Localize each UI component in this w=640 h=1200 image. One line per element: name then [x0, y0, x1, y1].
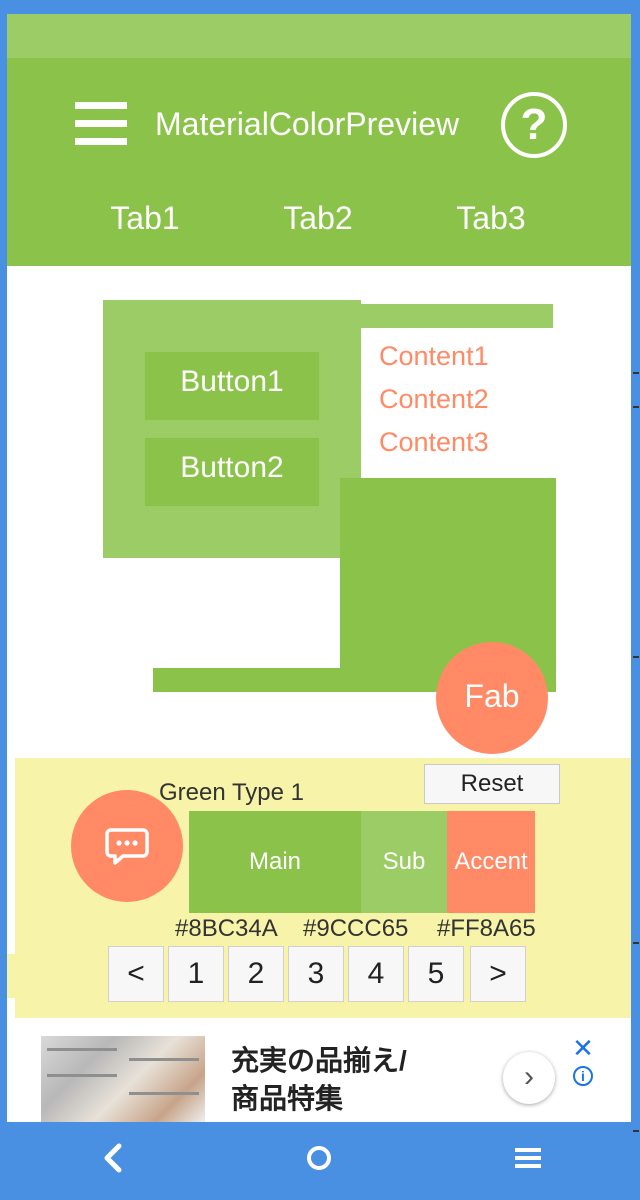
palette-panel-edge: [7, 954, 17, 998]
reset-button[interactable]: Reset: [424, 764, 560, 804]
ad-image: [41, 1036, 205, 1122]
pager-page-4[interactable]: 4: [348, 946, 404, 1002]
pager-prev-button[interactable]: <: [108, 946, 164, 1002]
tab-3[interactable]: Tab3: [456, 200, 526, 236]
main-color-swatch[interactable]: Main: [189, 811, 361, 913]
system-nav-bar: [7, 1122, 631, 1194]
pager-page-2[interactable]: 2: [228, 946, 284, 1002]
sample-button-2[interactable]: Button2: [145, 438, 319, 506]
content-item-1: Content1: [379, 341, 489, 371]
chat-bubble-icon: [105, 828, 149, 865]
sub-color-swatch[interactable]: Sub: [361, 811, 447, 913]
ad-headline: 充実の品揃え/ 商品特集: [231, 1042, 407, 1118]
content-item-2: Content2: [379, 384, 489, 414]
sub-color-strip: [361, 304, 553, 328]
pager-next-button[interactable]: >: [470, 946, 526, 1002]
help-circle-icon[interactable]: ?: [501, 92, 567, 158]
sub-color-hex: #9CCC65: [303, 915, 409, 942]
tab-2[interactable]: Tab2: [283, 200, 353, 236]
status-bar: [7, 14, 631, 58]
ad-headline-line-1: 充実の品揃え/: [231, 1045, 407, 1076]
nav-recents-button[interactable]: [491, 1122, 563, 1194]
ad-arrow-icon[interactable]: ›: [503, 1052, 555, 1104]
app-title: MaterialColorPreview: [155, 106, 460, 142]
app-screen: MaterialColorPreview ? Tab1 Tab2 Tab3 Bu…: [7, 14, 631, 1194]
pager-page-5[interactable]: 5: [408, 946, 464, 1002]
nav-back-button[interactable]: [77, 1122, 149, 1194]
pager-page-1[interactable]: 1: [168, 946, 224, 1002]
tab-1[interactable]: Tab1: [110, 200, 180, 236]
content-item-3: Content3: [379, 427, 489, 457]
accent-color-swatch[interactable]: Accent: [447, 811, 535, 913]
fab-button[interactable]: Fab: [436, 642, 548, 754]
sub-color-panel: [103, 300, 361, 558]
pager-page-3[interactable]: 3: [288, 946, 344, 1002]
main-color-hex: #8BC34A: [175, 915, 278, 942]
ad-close-icon[interactable]: ✕: [572, 1033, 594, 1063]
hamburger-menu-icon[interactable]: [75, 102, 131, 148]
menu-lines-icon: [515, 1148, 541, 1168]
accent-color-hex: #FF8A65: [437, 915, 536, 942]
home-circle-icon: [307, 1146, 331, 1170]
ad-headline-line-2: 商品特集: [231, 1083, 344, 1114]
ad-info-icon[interactable]: i: [573, 1066, 593, 1086]
app-bar: MaterialColorPreview ? Tab1 Tab2 Tab3: [7, 58, 631, 266]
sample-button-1[interactable]: Button1: [145, 352, 319, 420]
nav-home-button[interactable]: [283, 1122, 355, 1194]
ad-banner[interactable]: 充実の品揃え/ 商品特集 › ✕ i: [41, 1033, 597, 1122]
chat-button[interactable]: [71, 790, 183, 902]
back-chevron-icon: [104, 1143, 122, 1173]
main-color-strip: [153, 668, 353, 692]
palette-name: Green Type 1: [159, 779, 304, 806]
